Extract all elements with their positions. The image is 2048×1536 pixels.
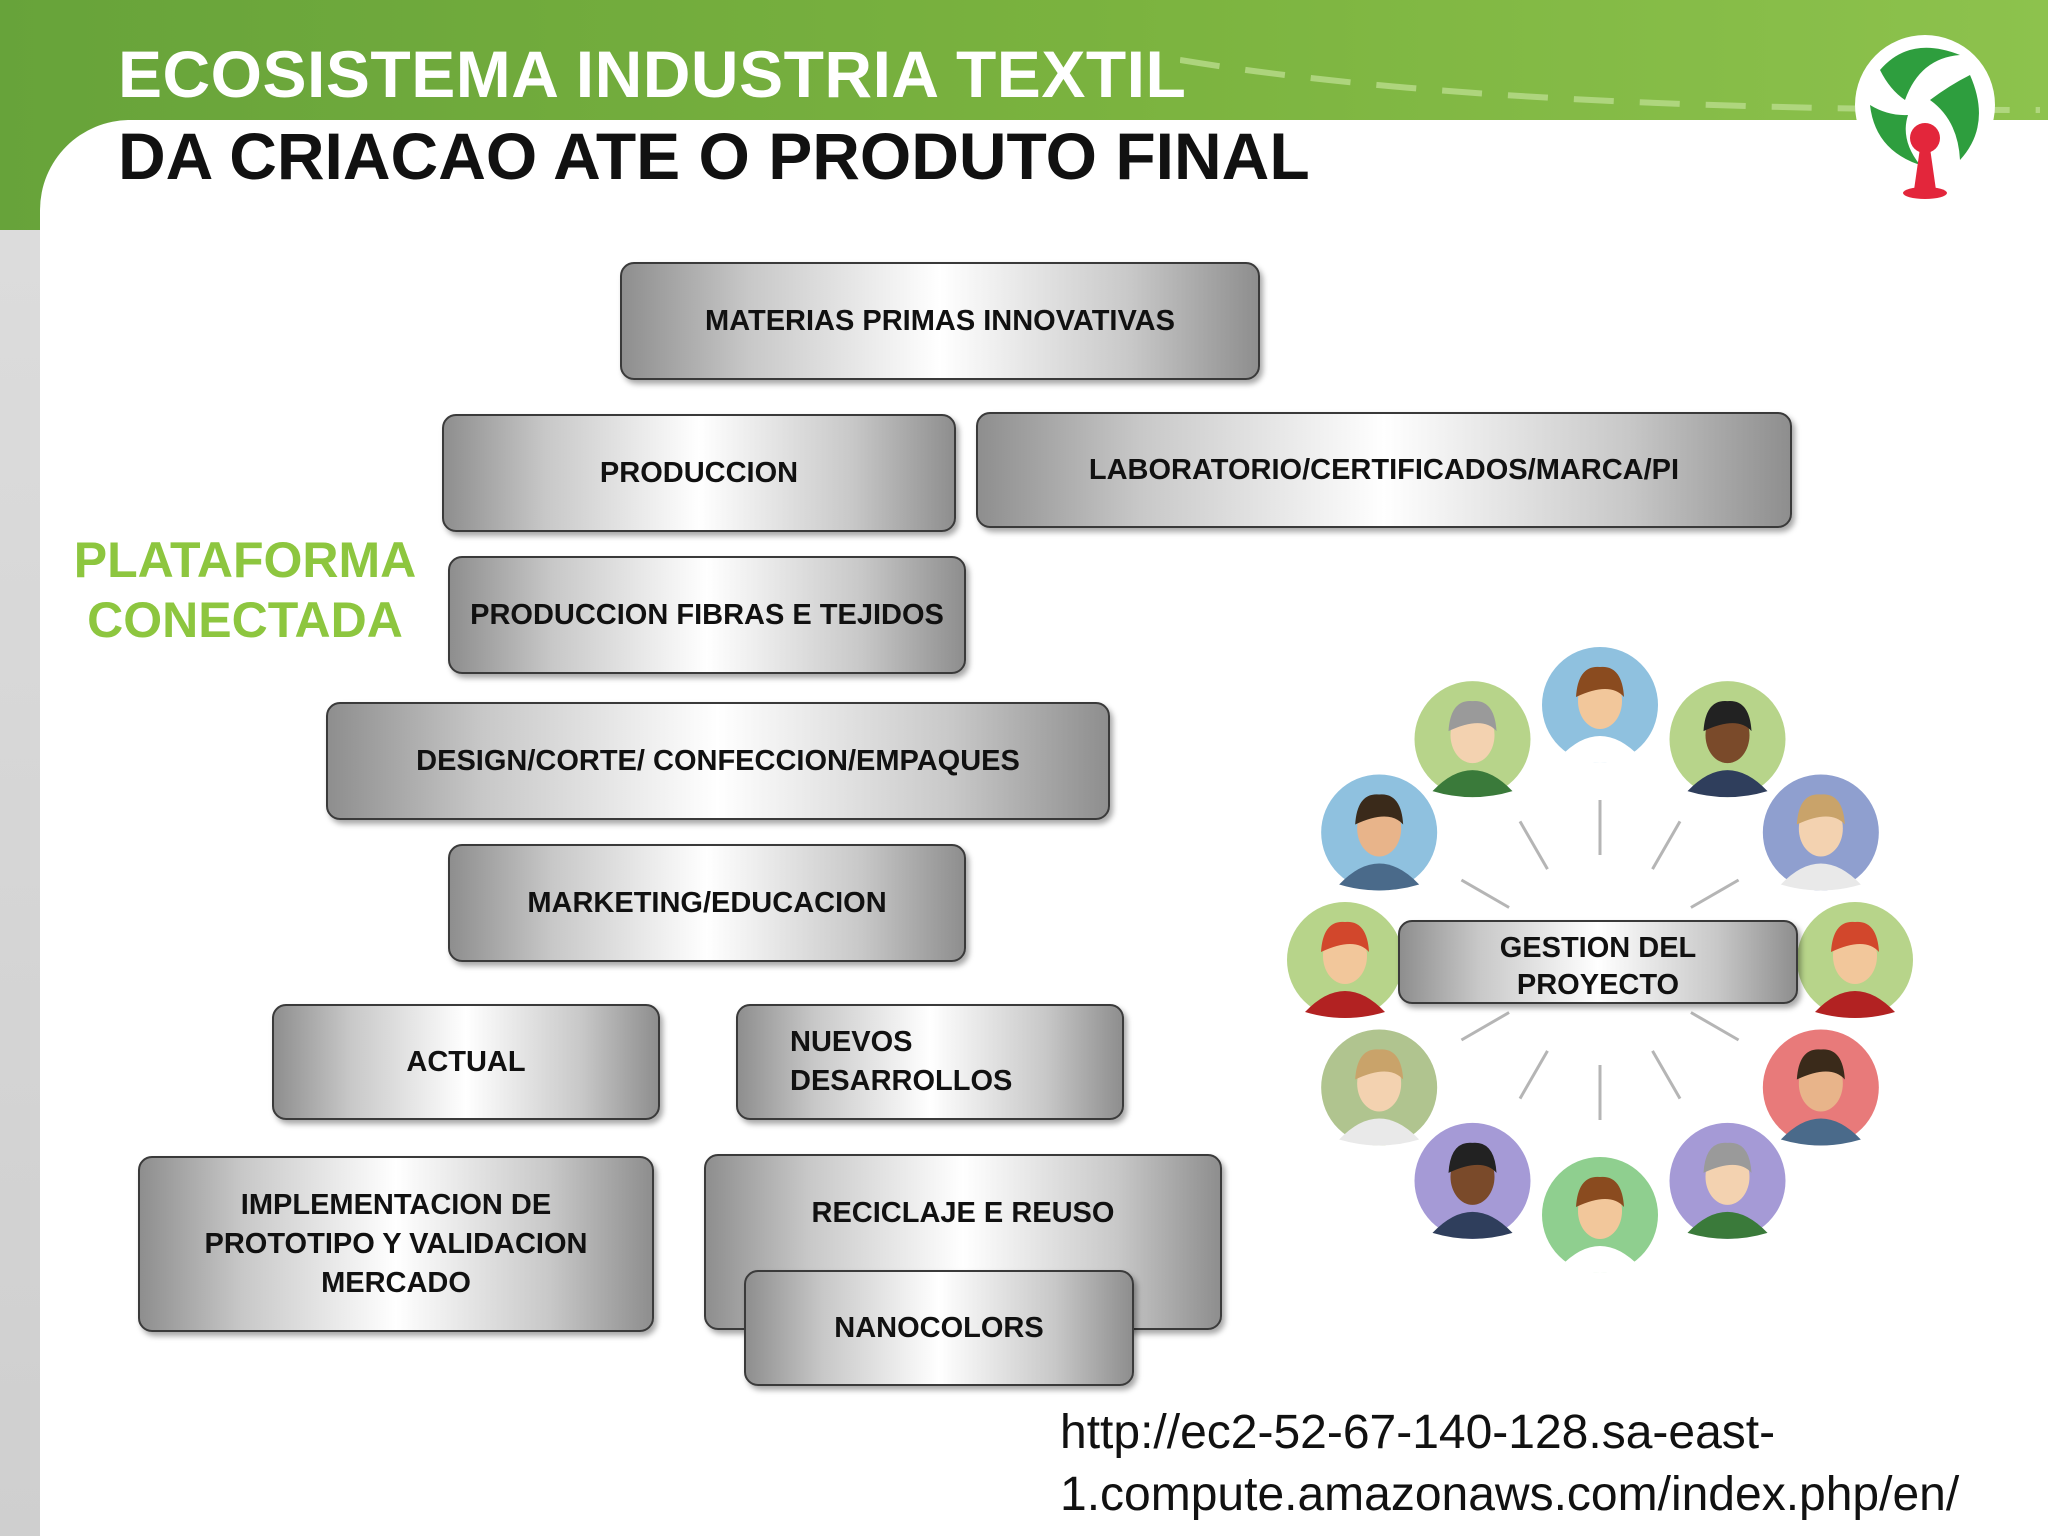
avatar-hair — [1796, 794, 1845, 825]
avatar-hair — [1576, 1176, 1624, 1207]
avatar-hair — [1831, 921, 1879, 952]
box-nanocolors: NANOCOLORS — [744, 1270, 1134, 1386]
avatar-shirt — [1339, 1118, 1420, 1146]
spoke-line — [1651, 820, 1682, 870]
spoke-line — [1518, 820, 1549, 870]
avatar-hair — [1703, 701, 1752, 732]
avatar-hair — [1576, 666, 1624, 697]
source-url-line-2: 1.compute.amazonaws.com/index.php/en/ — [1060, 1468, 1960, 1521]
logo-icon — [1855, 35, 1995, 199]
box-laboratorio: LABORATORIO/CERTIFICADOS/MARCA/PI — [976, 412, 1792, 528]
spoke-line — [1460, 878, 1510, 909]
box-design: DESIGN/CORTE/ CONFECCION/EMPAQUES — [326, 702, 1110, 820]
avatar-hair — [1703, 1142, 1752, 1173]
box-gestion-proyecto: GESTION DEL PROYECTO — [1398, 920, 1798, 1004]
avatar-hair — [1355, 1049, 1404, 1080]
person-avatar-icon — [1321, 1029, 1438, 1146]
avatar-shirt — [1560, 1246, 1640, 1273]
avatar-shirt — [1687, 1211, 1768, 1239]
avatar-shirt — [1780, 863, 1861, 891]
person-avatar-icon — [1669, 681, 1786, 798]
person-avatar-icon — [1762, 774, 1879, 891]
side-label-line-2: CONECTADA — [87, 592, 403, 648]
avatar-shirt — [1305, 991, 1385, 1018]
avatar-hair — [1448, 1142, 1497, 1173]
avatar-shirt — [1780, 1118, 1861, 1146]
avatar-hair — [1796, 1049, 1845, 1080]
title-line-2: DA CRIACAO ATE O PRODUTO FINAL — [118, 119, 1310, 193]
banner-dash-decoration — [1180, 57, 2040, 113]
spoke-line — [1651, 1050, 1682, 1100]
box-implementacion: IMPLEMENTACION DE PROTOTIPO Y VALIDACION… — [138, 1156, 654, 1332]
left-strip — [0, 230, 40, 1536]
person-avatar-icon — [1542, 647, 1658, 763]
person-avatar-icon — [1797, 902, 1913, 1018]
side-label: PLATAFORMA CONECTADA — [60, 530, 430, 650]
people-circle — [1287, 647, 1913, 1273]
avatar-shirt — [1687, 770, 1768, 798]
person-avatar-icon — [1762, 1029, 1879, 1146]
person-avatar-icon — [1669, 1122, 1786, 1239]
box-produccion-fibras: PRODUCCION FIBRAS E TEJIDOS — [448, 556, 966, 674]
avatar-hair — [1321, 921, 1369, 952]
spoke-line — [1460, 1011, 1510, 1042]
avatar-hair — [1448, 701, 1497, 732]
person-avatar-icon — [1321, 774, 1438, 891]
source-url-line-1: http://ec2-52-67-140-128.sa-east- — [1060, 1406, 1776, 1459]
avatar-shirt — [1432, 1211, 1513, 1239]
avatar-shirt — [1815, 991, 1895, 1018]
avatar-hair — [1355, 794, 1404, 825]
box-produccion: PRODUCCION — [442, 414, 956, 532]
spoke-line — [1690, 878, 1740, 909]
person-avatar-icon — [1542, 1157, 1658, 1273]
spoke-line — [1518, 1050, 1549, 1100]
title-line-1: ECOSISTEMA INDUSTRIA TEXTIL — [118, 37, 1187, 111]
box-actual: ACTUAL — [272, 1004, 660, 1120]
person-avatar-icon — [1287, 902, 1403, 1018]
spoke-line — [1690, 1011, 1740, 1042]
avatar-shirt — [1339, 863, 1420, 891]
person-avatar-icon — [1414, 681, 1531, 798]
side-label-line-1: PLATAFORMA — [73, 532, 417, 588]
source-url[interactable]: http://ec2-52-67-140-128.sa-east- 1.comp… — [1060, 1402, 1959, 1526]
avatar-shirt — [1432, 770, 1513, 798]
person-avatar-icon — [1414, 1122, 1531, 1239]
avatar-shirt — [1560, 736, 1640, 763]
box-materias-primas: MATERIAS PRIMAS INNOVATIVAS — [620, 262, 1260, 380]
box-nuevos-desarrollos: NUEVOS DESARROLLOS — [736, 1004, 1124, 1120]
box-marketing: MARKETING/EDUCACION — [448, 844, 966, 962]
